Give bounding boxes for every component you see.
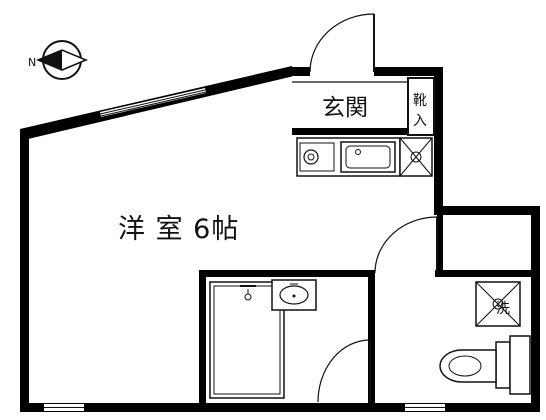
- toilet-bowl: [439, 349, 497, 383]
- entrance-label: 玄関: [322, 95, 368, 121]
- north-arrow-icon: [36, 40, 88, 80]
- compass: N: [28, 40, 88, 80]
- stove-burner: [303, 149, 319, 165]
- fridge-space: [399, 137, 433, 177]
- toilet-tank: [495, 341, 511, 389]
- shoe-box-label-top: 靴: [413, 93, 427, 109]
- bath-door: [317, 339, 371, 403]
- western-room-label: 洋 室 6帖: [118, 214, 239, 245]
- shoe-box: [407, 77, 435, 136]
- unit-bath: [209, 279, 317, 399]
- interior-walls: [199, 213, 535, 405]
- window-bottom-left: [44, 404, 84, 411]
- stove: [299, 142, 335, 172]
- kitchen-counter: [296, 137, 401, 177]
- compass-label: N: [28, 56, 36, 69]
- bath-top-wall: [199, 270, 375, 277]
- bath-entry-door: [374, 216, 438, 274]
- entrance-door: [309, 13, 375, 76]
- bath-toilet-divider: [368, 270, 375, 405]
- bottom-wall: [20, 403, 540, 412]
- shoe-box-label-bottom: 入: [413, 113, 427, 129]
- toilet-top-wall: [435, 270, 535, 277]
- entrance-floor-edge: [292, 128, 412, 135]
- toilet: [439, 335, 531, 395]
- window-bottom-right: [405, 404, 445, 411]
- washer-space: [475, 281, 521, 327]
- window-top: [99, 88, 207, 117]
- laundry-label: 洗: [496, 301, 510, 317]
- right-step-wall: [434, 206, 540, 215]
- entrance-area: [292, 76, 435, 136]
- left-wall: [20, 129, 29, 412]
- kitchen-sink: [340, 141, 396, 173]
- bath-left-wall: [199, 270, 206, 405]
- right-wall-upper: [434, 67, 443, 214]
- closet-wall: [437, 213, 443, 273]
- right-wall-lower: [531, 206, 540, 412]
